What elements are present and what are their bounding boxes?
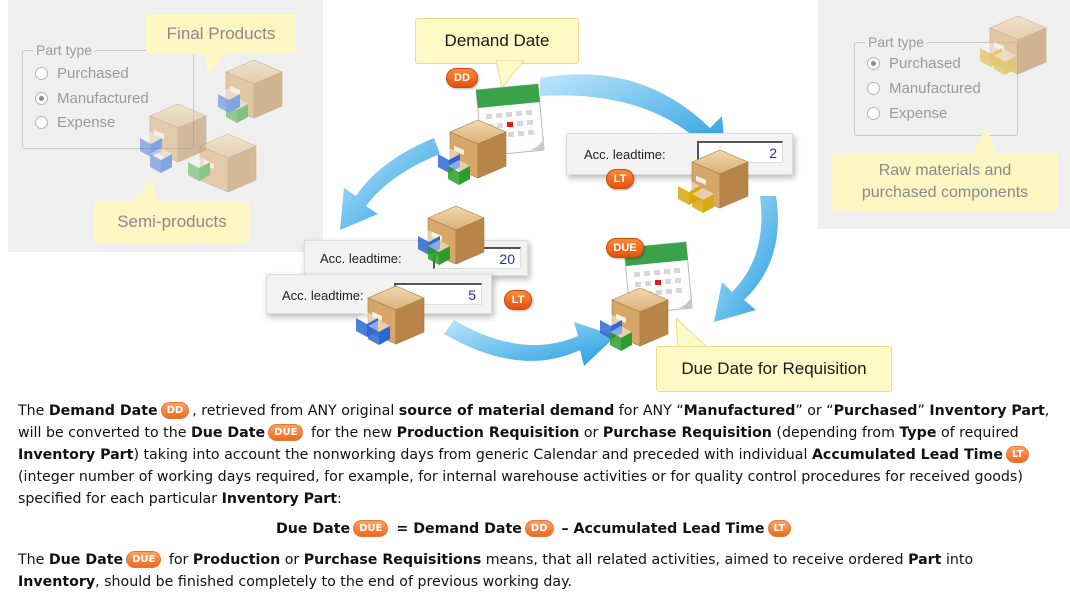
text-run: The [18, 403, 49, 419]
text-run: ” or “ [795, 403, 834, 419]
right-part-type-group: Part type Purchased Manufactured Expense [854, 34, 1018, 136]
text-run: means, that all related activities, aime… [481, 552, 909, 568]
demand-box-icon [438, 120, 507, 185]
bold-term: Accumulated Lead Time [573, 521, 765, 537]
radio-dot [35, 67, 48, 80]
arrow-left-to-due [444, 320, 616, 366]
due-date-callout-tail [675, 318, 709, 348]
radio-dot [35, 116, 48, 129]
final-products-callout-tail [204, 52, 228, 74]
bold-term: Inventory Part [18, 447, 134, 463]
final-products-callout: Final Products [146, 14, 296, 54]
right-part-type-panel: Part type Purchased Manufactured Expense… [818, 0, 1070, 229]
radio-dot-selected [35, 92, 48, 105]
right-leadtime-box-icon [678, 150, 749, 213]
bold-term: Part [908, 552, 942, 568]
left-group-title: Part type [33, 42, 96, 58]
inline-due-badge: DUE [268, 424, 304, 441]
text-run: or [579, 425, 603, 441]
right-radio-purchased[interactable]: Purchased [867, 55, 961, 72]
bold-term: Purchased [833, 403, 918, 419]
inline-dd-badge: DD [524, 520, 554, 537]
text-run: – [556, 521, 574, 537]
inline-due-badge: DUE [353, 520, 389, 537]
bold-term: Due Date [48, 552, 124, 568]
text-run: , will be converted to the [18, 403, 1050, 441]
radio-dot [867, 107, 880, 120]
text-run: or [280, 552, 304, 568]
radio-dot-selected [867, 57, 880, 70]
bold-term: Purchase Requisition [602, 425, 772, 441]
inline-dd-badge: DD [160, 402, 190, 419]
bold-term: source of material demand [398, 403, 615, 419]
bold-term: Due Date [275, 521, 351, 537]
text-run: , retrieved from ANY original [192, 403, 399, 419]
flow-arrows [340, 74, 778, 366]
right-radio-expense[interactable]: Expense [867, 105, 947, 122]
low-leadtime-box-icon [356, 286, 425, 345]
lt-badge-right: LT [606, 169, 634, 189]
text-run: into [941, 552, 974, 568]
right-group-title: Part type [865, 34, 928, 50]
text-run: ) taking into account the nonworking day… [133, 447, 812, 463]
bold-term: Demand Date [413, 521, 522, 537]
dd-badge: DD [446, 68, 478, 88]
raw-materials-callout: Raw materials and purchased components [832, 153, 1058, 211]
text-run: for the new [306, 425, 397, 441]
left-radio-expense[interactable]: Expense [35, 114, 115, 131]
text-run: for [164, 552, 193, 568]
bold-term: Accumulated Lead Time [811, 447, 1003, 463]
left-part-type-group: Part type Purchased Manufactured Expense [22, 42, 194, 149]
bold-term: Purchase Requisitions [303, 552, 482, 568]
raw-materials-callout-tail [972, 126, 998, 156]
leadtime-label-low: Acc. leadtime: [282, 288, 364, 303]
mid-leadtime-box-icon [418, 206, 485, 265]
bold-term: Manufactured [683, 403, 796, 419]
bold-term: Demand Date [48, 403, 158, 419]
text-run: : [337, 491, 342, 507]
text-run: for ANY “ [614, 403, 684, 419]
bold-term: Inventory Part [221, 491, 338, 507]
bold-term: Due Date [190, 425, 266, 441]
due-date-callout: Due Date for Requisition [656, 346, 892, 392]
right-radio-manufactured[interactable]: Manufactured [867, 80, 981, 97]
due-box-icon [600, 288, 669, 351]
inline-lt-badge: LT [1005, 446, 1030, 463]
bold-term: Inventory [18, 574, 96, 590]
demand-date-callout: Demand Date [415, 18, 579, 64]
arrow-demand-to-right [540, 74, 726, 162]
bold-term: Production Requisition [396, 425, 580, 441]
demand-date-callout-tail [495, 60, 525, 90]
inline-due-badge: DUE [126, 551, 162, 568]
text-run: = [391, 521, 414, 537]
text-run: , should be finished completely to the e… [95, 574, 573, 590]
text-run: ” [917, 403, 930, 419]
text-run: The [18, 552, 49, 568]
inline-lt-badge: LT [767, 520, 792, 537]
bold-term: Inventory Part [929, 403, 1045, 419]
lt-badge-left: LT [504, 290, 532, 310]
left-part-type-panel: Part type Purchased Manufactured Expense… [8, 0, 323, 252]
bold-term: Type [899, 425, 937, 441]
text-run: (integer number of working days required… [18, 469, 1023, 507]
left-radio-manufactured[interactable]: Manufactured [35, 90, 149, 107]
leadtime-label-mid: Acc. leadtime: [320, 251, 402, 266]
arrow-demand-to-left [340, 138, 440, 230]
leadtime-label-right: Acc. leadtime: [584, 147, 666, 162]
semi-products-callout-tail [130, 178, 158, 204]
left-radio-purchased[interactable]: Purchased [35, 65, 129, 82]
text-run: of required [936, 425, 1019, 441]
radio-dot [867, 82, 880, 95]
due-badge: DUE [606, 238, 644, 258]
arrow-right-to-due [714, 196, 778, 322]
bold-term: Production [192, 552, 281, 568]
text-run: (depending from [771, 425, 900, 441]
semi-products-callout: Semi-products [94, 201, 250, 243]
